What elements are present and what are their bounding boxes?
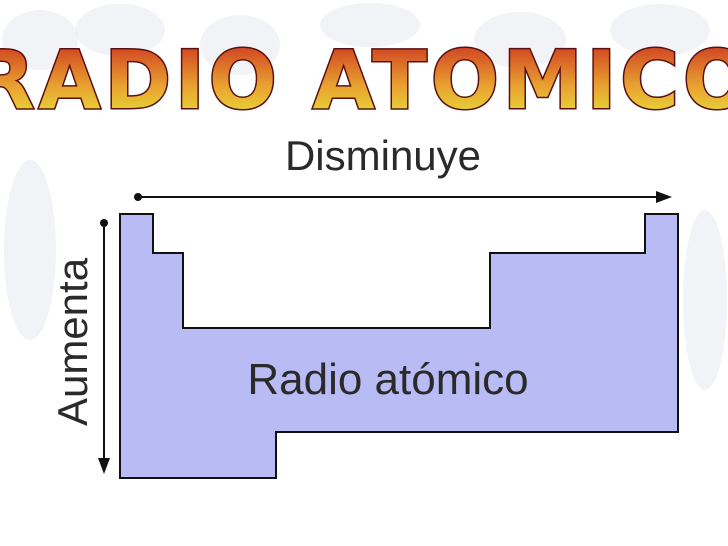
periodic-table-shape (119, 213, 679, 479)
vertical-arrow-start-dot (100, 219, 108, 227)
arrow-start-dot (134, 193, 142, 201)
right-arrow-icon (656, 191, 672, 203)
top-arrow-label: Disminuye (285, 132, 481, 179)
background-decoration (2, 3, 727, 390)
center-label: Radio atómico (247, 355, 528, 404)
horizontal-arrow (134, 191, 672, 203)
down-arrow-icon (98, 458, 110, 474)
vertical-arrow (98, 219, 110, 474)
side-arrow-label: Aumenta (49, 257, 96, 426)
page-title: RADIO ATOMICO (0, 34, 728, 127)
